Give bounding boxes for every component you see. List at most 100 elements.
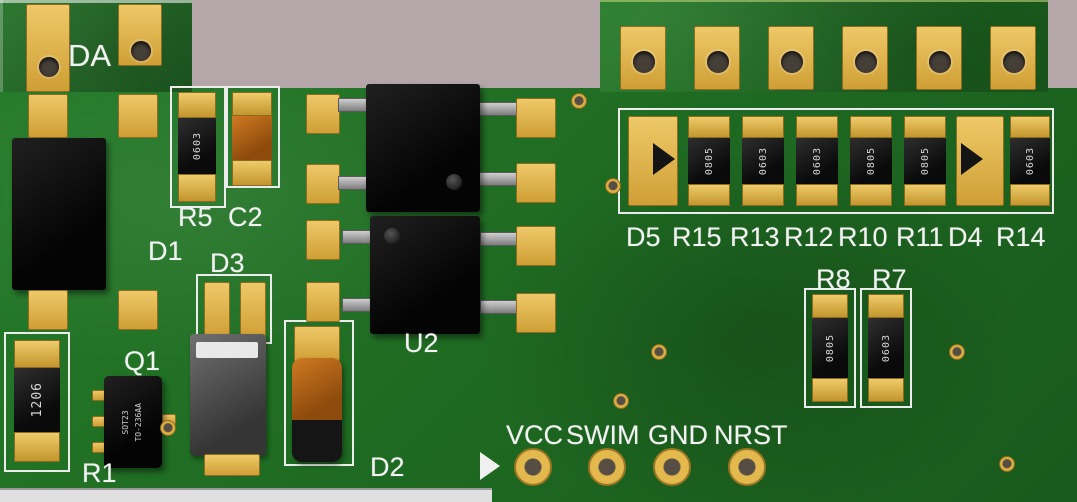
capacitor-base: [292, 420, 342, 462]
capacitor-top: [292, 358, 342, 420]
label-d5: D5: [626, 222, 661, 252]
pad: [796, 116, 838, 138]
pad: [232, 160, 272, 186]
chip-marking: 0805: [919, 146, 931, 176]
pad: [28, 290, 68, 330]
hole: [1003, 51, 1025, 73]
ic-pin: [478, 102, 518, 116]
resistor-body: 0805: [812, 318, 848, 378]
label-r13: R13: [730, 222, 780, 252]
via: [571, 93, 587, 109]
label-r5: R5: [178, 202, 213, 232]
pad: [306, 94, 340, 134]
resistor-body: 0805: [904, 138, 946, 184]
hole: [39, 57, 59, 77]
connector-pad: [694, 26, 740, 90]
pad: [742, 184, 784, 206]
pin1-dot: [446, 174, 462, 190]
chip-marking: 0603: [1024, 146, 1036, 176]
pad: [868, 294, 904, 318]
pad: [688, 184, 730, 206]
label-r1: R1: [82, 458, 117, 488]
pad: [294, 326, 340, 362]
connector-pad: [620, 26, 666, 90]
pad: [1010, 116, 1050, 138]
via: [605, 178, 621, 194]
diode-mark: [653, 143, 675, 175]
silk-outline-c2: [226, 86, 280, 188]
chip-marking: 0603: [191, 131, 203, 161]
label-swim: SWIM: [566, 420, 640, 450]
header-pad-nrst: [728, 448, 766, 486]
header-pad-gnd: [653, 448, 691, 486]
hole: [781, 51, 803, 73]
component-d4: [956, 116, 1004, 206]
connector-pad: [990, 26, 1036, 90]
pad: [306, 164, 340, 204]
component-r14: 0603: [1010, 116, 1050, 206]
label-c2: C2: [228, 202, 263, 232]
pad: [796, 184, 838, 206]
pad: [118, 94, 158, 138]
silk-outline-row: [618, 108, 1054, 214]
connector-pad: [916, 26, 962, 90]
component-c2: [232, 92, 272, 186]
chip-marking: 0603: [757, 146, 769, 176]
chip-marking: 0603: [811, 146, 823, 176]
pad: [516, 293, 556, 333]
pad: [850, 184, 892, 206]
component-r5: 0603: [178, 92, 216, 202]
pad: [28, 94, 68, 138]
component-r8: 0805: [812, 294, 848, 402]
pad: [14, 432, 60, 462]
component-d1-body: [12, 138, 106, 290]
pad: [812, 294, 848, 318]
header-pad-swim: [588, 448, 626, 486]
resistor-body: 0603: [868, 318, 904, 378]
diode-band: [196, 342, 258, 358]
pad: [516, 98, 556, 138]
capacitor-body: [232, 116, 272, 160]
hole: [929, 51, 951, 73]
via: [999, 456, 1015, 472]
label-d4: D4: [948, 222, 983, 252]
chip-marking: 0805: [865, 146, 877, 176]
component-d2-body: [292, 358, 342, 462]
component-d3-body: [190, 334, 266, 456]
pad: [204, 282, 230, 338]
pad: [178, 92, 216, 118]
ic-pin: [480, 300, 518, 314]
component-r12: 0603: [796, 116, 838, 206]
pad: [306, 220, 340, 260]
label-r14: R14: [996, 222, 1046, 252]
pad: [688, 116, 730, 138]
silk-outline-r1: [4, 332, 70, 472]
silk-outline-r7: [860, 288, 912, 408]
resistor-body: 1206: [14, 368, 60, 432]
ic-pin: [478, 172, 518, 186]
component-d5: [628, 116, 678, 206]
label-u2: U2: [404, 328, 439, 358]
resistor-body: 0603: [796, 138, 838, 184]
pad: [240, 282, 266, 338]
pad-da-2: [118, 4, 162, 66]
via: [160, 420, 176, 436]
label-r11: R11: [896, 222, 944, 252]
label-q1: Q1: [124, 346, 161, 376]
hole: [131, 41, 151, 61]
connector-pad: [768, 26, 814, 90]
hole: [855, 51, 877, 73]
diode-mark: [961, 143, 983, 175]
pin1-dot: [384, 228, 400, 244]
chip-marking: 0805: [703, 146, 715, 176]
component-u2-bottom: [370, 216, 480, 334]
label-da: DA: [68, 38, 112, 73]
pad: [812, 378, 848, 402]
pad: [232, 92, 272, 116]
board-edge-strip: [0, 488, 492, 502]
q1-marking-line1: SOT23: [121, 409, 131, 435]
label-gnd: GND: [648, 420, 708, 450]
hole: [633, 51, 655, 73]
silk-outline-r8: [804, 288, 856, 408]
